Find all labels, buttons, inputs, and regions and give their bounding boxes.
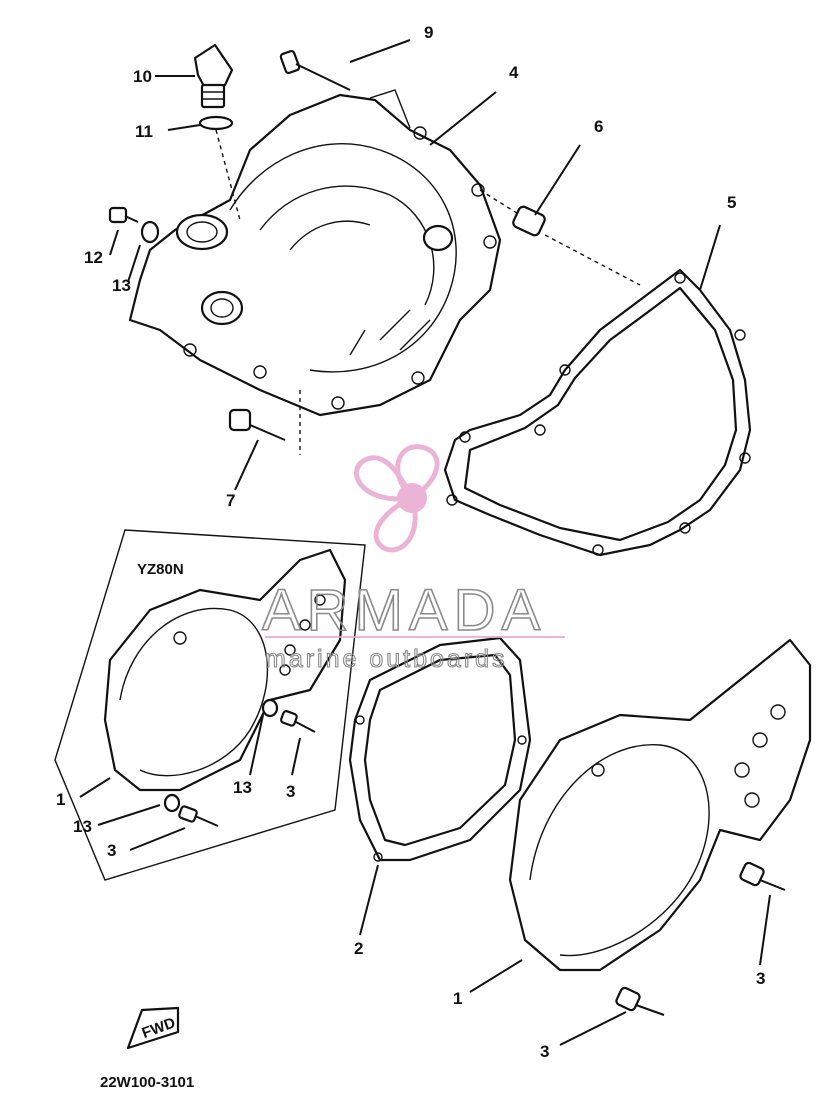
- callout-13-inset-left: 13: [73, 817, 92, 836]
- elbow-fitting-part-9: [193, 43, 234, 109]
- callout-3-lower: 3: [540, 1042, 549, 1061]
- callout-2: 2: [354, 939, 363, 958]
- armada-watermark-logo: [265, 444, 565, 638]
- callout-3-inset-right: 3: [286, 782, 295, 801]
- yz80n-inset: [54, 529, 366, 881]
- inset-title: YZ80N: [137, 561, 184, 578]
- diagram-code: 22W100-3101: [100, 1074, 194, 1091]
- callout-13-inset-right: 13: [233, 778, 252, 797]
- washer-part-12: [140, 220, 160, 244]
- bolt-part-7: [228, 408, 286, 441]
- callout-6: 6: [594, 117, 603, 136]
- callout-3-inset-left: 3: [107, 841, 116, 860]
- gasket-part-5: [443, 268, 752, 557]
- callout-5: 5: [727, 193, 736, 212]
- callout-4: 4: [509, 63, 519, 82]
- dowel-part-6: [512, 205, 546, 237]
- callout-1: 1: [453, 989, 462, 1008]
- o-ring-part-10: [198, 115, 234, 131]
- leader-lines: [79, 39, 771, 1046]
- gasket-part-2: [348, 636, 532, 862]
- bolt-part-11: [108, 206, 139, 224]
- callout-11: 12: [84, 248, 103, 267]
- cover-part-1: [508, 638, 812, 1016]
- fwd-arrow-badge: FWD: [126, 1006, 180, 1050]
- callout-10: 11: [135, 122, 153, 141]
- callout-9: 10: [133, 67, 152, 86]
- callout-3-right: 3: [756, 969, 765, 988]
- callout-12: 13: [112, 276, 131, 295]
- watermark-title: ARMADA: [262, 578, 546, 643]
- callout-8: 9: [424, 23, 433, 42]
- crankcase-cover-part-4: [128, 89, 502, 417]
- bolt-part-8: [279, 49, 351, 91]
- watermark-subtitle: marine outboards: [265, 645, 508, 673]
- callout-1-inset: 1: [56, 790, 65, 809]
- callout-7: 7: [226, 491, 235, 510]
